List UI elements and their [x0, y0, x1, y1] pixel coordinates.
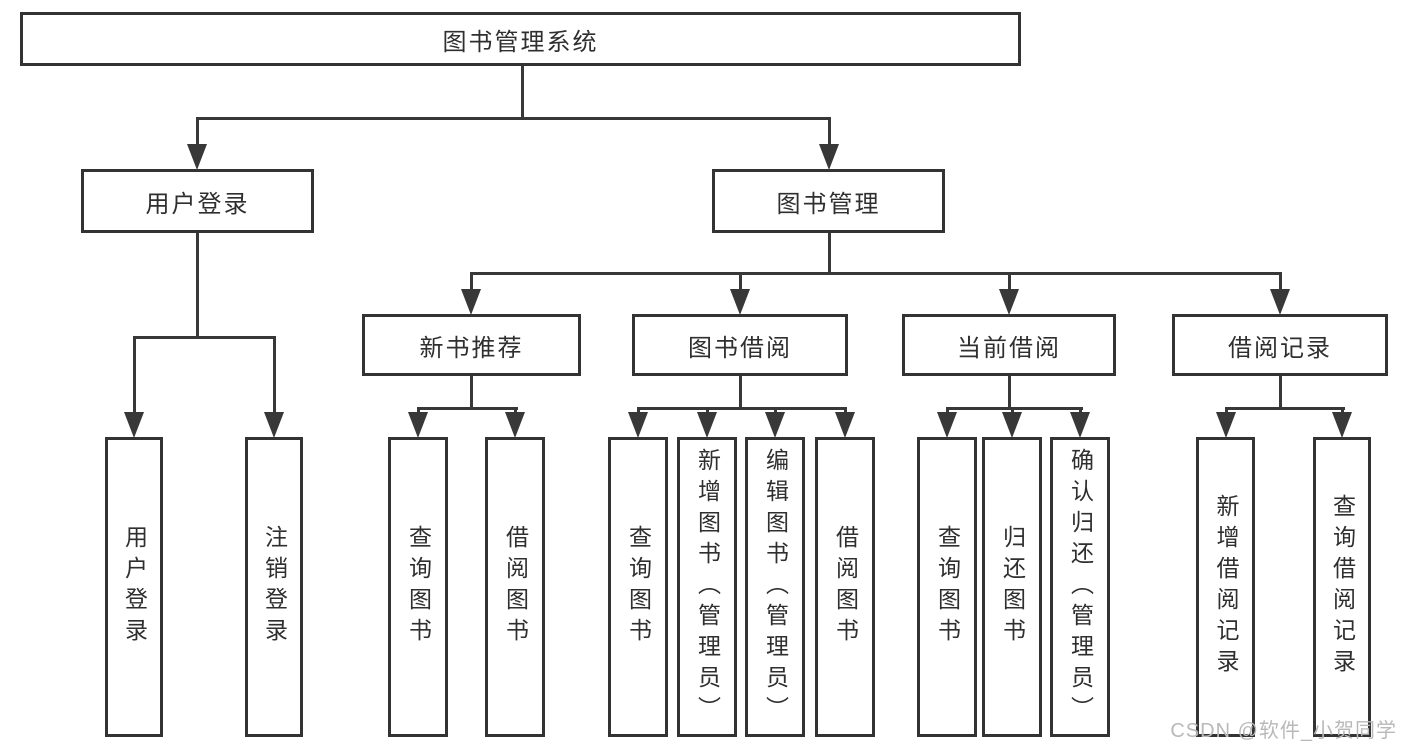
- leaf-borrow-books-borrowing-label: 借阅图书: [832, 525, 859, 649]
- connector-user-login-split: [132, 336, 276, 339]
- connector-user-login-stem: [195, 233, 199, 336]
- leaf-confirm-return-admin: 确认归还（管理员）: [1050, 437, 1110, 737]
- connector-to-leaf: [416, 407, 420, 415]
- connector-root-stem: [520, 66, 524, 117]
- connector-to-book-borrowing: [738, 272, 742, 291]
- node-new-book-recommendation-label: 新书推荐: [419, 334, 524, 362]
- connector-book-management-stem: [827, 233, 831, 274]
- leaf-query-books-borrowing: 查询图书: [608, 437, 668, 737]
- leaf-add-borrow-record-label: 新增借阅记录: [1213, 494, 1239, 680]
- connector-records-stem: [1278, 376, 1282, 407]
- leaf-add-books-admin: 新增图书（管理员）: [677, 437, 737, 737]
- node-user-login: 用户登录: [81, 169, 314, 233]
- leaf-query-books-recommend-label: 查询图书: [405, 525, 432, 649]
- connector-records-split: [1224, 407, 1345, 410]
- connector-to-leaf: [945, 407, 949, 415]
- node-book-borrowing: 图书借阅: [632, 314, 848, 376]
- leaf-borrow-books-borrowing: 借阅图书: [815, 437, 875, 737]
- arrow-down-icon: [461, 289, 481, 315]
- leaf-edit-books-admin: 编辑图书（管理员）: [745, 437, 805, 737]
- node-root: 图书管理系统: [20, 12, 1021, 66]
- arrow-down-icon: [1332, 412, 1352, 438]
- arrow-down-icon: [937, 412, 957, 438]
- arrow-down-icon: [697, 412, 717, 438]
- leaf-confirm-return-admin-label: 确认归还（管理员）: [1067, 447, 1094, 727]
- arrow-down-icon: [1002, 412, 1022, 438]
- arrow-down-icon: [819, 144, 839, 170]
- connector-to-leaf-user-login: [132, 336, 136, 414]
- connector-to-leaf: [1224, 407, 1228, 415]
- arrow-down-icon: [1070, 412, 1090, 438]
- connector-to-leaf: [513, 407, 517, 415]
- node-book-management-label: 图书管理: [776, 190, 881, 218]
- arrow-down-icon: [1216, 412, 1236, 438]
- leaf-return-books: 归还图书: [982, 437, 1042, 737]
- leaf-logout-label: 注销登录: [261, 525, 288, 649]
- connector-current-stem: [1007, 376, 1011, 407]
- connector-to-leaf: [843, 407, 847, 415]
- leaf-return-books-label: 归还图书: [999, 525, 1026, 649]
- arrow-down-icon: [1270, 289, 1290, 315]
- leaf-query-books-borrowing-label: 查询图书: [625, 525, 652, 649]
- arrow-down-icon: [124, 412, 144, 438]
- connector-to-book-management: [827, 117, 831, 146]
- arrow-down-icon: [187, 144, 207, 170]
- leaf-user-login-label: 用户登录: [121, 525, 148, 649]
- arrow-down-icon: [264, 412, 284, 438]
- connector-to-leaf: [1340, 407, 1344, 415]
- node-new-book-recommendation: 新书推荐: [362, 314, 581, 376]
- leaf-query-books-current-label: 查询图书: [934, 525, 961, 649]
- connector-root-split: [195, 117, 831, 120]
- connector-to-leaf: [1010, 407, 1014, 415]
- node-book-borrowing-label: 图书借阅: [688, 334, 792, 362]
- leaf-query-borrow-record: 查询借阅记录: [1313, 437, 1371, 737]
- leaf-query-borrow-record-label: 查询借阅记录: [1329, 494, 1356, 680]
- leaf-logout: 注销登录: [245, 437, 303, 737]
- leaf-borrow-books-recommend: 借阅图书: [485, 437, 545, 737]
- node-book-management: 图书管理: [712, 169, 945, 233]
- leaf-query-books-recommend: 查询图书: [388, 437, 448, 737]
- connector-recommendation-split: [416, 407, 518, 410]
- node-borrowing-records: 借阅记录: [1172, 314, 1388, 376]
- watermark: CSDN @软件_小贺同学: [1170, 720, 1397, 742]
- arrow-down-icon: [765, 412, 785, 438]
- node-user-login-label: 用户登录: [145, 190, 250, 218]
- connector-to-current-borrowing: [1007, 272, 1011, 291]
- leaf-edit-books-admin-label: 编辑图书（管理员）: [762, 447, 789, 727]
- leaf-borrow-books-recommend-label: 借阅图书: [502, 525, 529, 649]
- connector-to-leaf: [773, 407, 777, 415]
- connector-to-borrowing-records: [1278, 272, 1282, 291]
- arrow-down-icon: [730, 289, 750, 315]
- connector-to-leaf: [705, 407, 709, 415]
- connector-book-management-split: [469, 272, 1282, 275]
- connector-to-new-book-recommendation: [469, 272, 473, 291]
- node-current-borrowing-label: 当前借阅: [957, 334, 1061, 362]
- connector-recommendation-stem: [469, 376, 473, 407]
- connector-to-leaf: [1078, 407, 1082, 415]
- connector-to-user-login: [195, 117, 199, 146]
- connector-to-leaf: [636, 407, 640, 415]
- connector-borrowing-stem: [738, 376, 742, 407]
- node-current-borrowing: 当前借阅: [902, 314, 1116, 376]
- connector-borrowing-split: [636, 407, 847, 410]
- leaf-query-books-current: 查询图书: [917, 437, 977, 737]
- node-root-label: 图书管理系统: [442, 28, 599, 56]
- leaf-add-borrow-record: 新增借阅记录: [1196, 437, 1255, 737]
- arrow-down-icon: [999, 289, 1019, 315]
- arrow-down-icon: [505, 412, 525, 438]
- arrow-down-icon: [408, 412, 428, 438]
- connector-to-leaf-logout: [272, 336, 276, 414]
- node-borrowing-records-label: 借阅记录: [1228, 334, 1332, 362]
- leaf-user-login: 用户登录: [105, 437, 163, 737]
- connector-current-split: [945, 407, 1083, 410]
- arrow-down-icon: [835, 412, 855, 438]
- leaf-add-books-admin-label: 新增图书（管理员）: [694, 447, 721, 727]
- arrow-down-icon: [628, 412, 648, 438]
